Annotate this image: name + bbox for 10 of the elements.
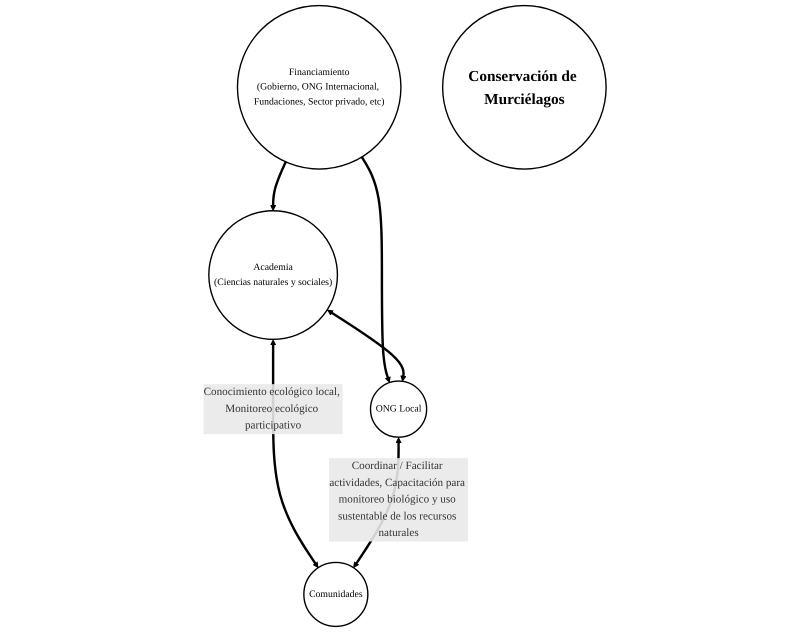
node-circle: Comunidades [303,562,369,628]
node-circle: Financiamiento (Gobierno, ONG Internacional, Fundaciones, Sector privado, etc) [236,4,402,170]
edge-label: Conocimiento ecológico local, Monitoreo ecológico participativo [204,386,340,432]
node-circle: ONG Local [370,380,428,438]
node-circle: Conservación de Murciélagos [442,4,607,170]
edge-label: Coordinar / Facilitar actividades, Capacitación para monitoreo biológico y uso sustentable de los recursos naturales [330,460,466,539]
node-circle: Academia (Ciencias naturales y sociales) [208,210,338,340]
arrow [270,161,287,212]
arrow [360,156,391,383]
arrow [327,310,406,382]
